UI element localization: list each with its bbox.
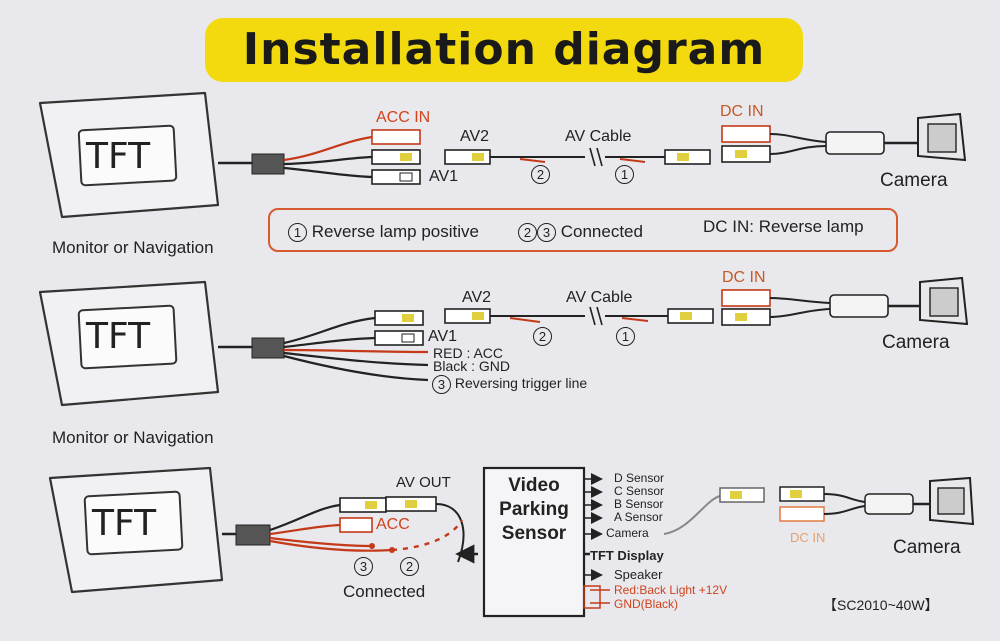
top-acc-in-label: ACC IN (376, 109, 431, 126)
port-gnd-black: GND(Black) (614, 597, 679, 611)
legend-item-1: 1 Reverse lamp positive (288, 222, 479, 243)
middle-monitor-label: Monitor or Navigation (52, 428, 214, 447)
middle-camera-label: Camera (882, 332, 950, 353)
top-av-cable-label: AV Cable (565, 128, 632, 145)
top-av1-label: AV1 (429, 168, 459, 185)
diagram-title: Installation diagram (242, 24, 766, 75)
top-tft-label: TFT (86, 136, 151, 177)
port-a-sensor: A Sensor (614, 510, 663, 524)
bottom-connected-label: Connected (343, 582, 426, 601)
middle-av1-label: AV1 (428, 328, 458, 345)
sensor-title: Video Parking Sensor (499, 475, 569, 544)
legend-dc-in: DC IN: Reverse lamp (703, 217, 864, 236)
middle-av2-label: AV2 (462, 289, 492, 306)
bottom-marker-3: 3 (354, 557, 373, 576)
port-c-sensor: C Sensor (614, 484, 665, 498)
middle-marker-2: 2 (533, 327, 552, 346)
bottom-marker-2: 2 (400, 557, 419, 576)
bottom-camera-label: Camera (893, 537, 961, 558)
bottom-camera-harness (779, 476, 975, 526)
port-d-sensor: D Sensor (614, 471, 665, 485)
middle-dc-in-label: DC IN (722, 269, 766, 286)
middle-monitor (38, 280, 220, 407)
legend-box (268, 208, 898, 252)
port-speaker: Speaker (614, 567, 663, 582)
title-banner (205, 18, 803, 82)
port-b-sensor: B Sensor (614, 497, 664, 511)
top-monitor (38, 91, 220, 219)
port-tft-display: TFT Display (590, 548, 664, 563)
sensor-module (482, 466, 765, 618)
top-camera-label: Camera (880, 170, 948, 191)
port-camera: Camera (606, 526, 649, 540)
model-code: 【SC2010~40W】 (823, 597, 939, 613)
top-dc-in-label: DC IN (720, 103, 764, 120)
top-marker-1: 1 (615, 165, 634, 184)
bottom-acc-label: ACC (376, 516, 410, 533)
bottom-tft-label: TFT (92, 503, 157, 544)
middle-av-cable (444, 306, 714, 326)
bottom-harness (222, 496, 590, 564)
middle-black-gnd-label: Black : GND (433, 358, 511, 374)
top-av-cable (444, 147, 711, 167)
port-red-back-light: Red:Back Light +12V (614, 583, 728, 597)
middle-red-acc-label: RED : ACC (433, 345, 504, 361)
middle-tft-label: TFT (86, 316, 151, 357)
top-harness (218, 129, 421, 185)
middle-marker-1: 1 (616, 327, 635, 346)
bottom-av-out-label: AV OUT (396, 474, 451, 491)
middle-harness (218, 310, 429, 382)
middle-av-cable-label: AV Cable (566, 289, 633, 306)
top-monitor-label: Monitor or Navigation (52, 238, 214, 257)
bottom-dc-in-label: DC IN (790, 530, 826, 545)
middle-trigger-label: 3 Reversing trigger line (432, 375, 587, 394)
bottom-monitor (48, 466, 224, 594)
top-av2-label: AV2 (460, 128, 490, 145)
top-camera-harness (721, 112, 967, 163)
top-marker-2: 2 (531, 165, 550, 184)
middle-camera-harness (721, 276, 969, 326)
